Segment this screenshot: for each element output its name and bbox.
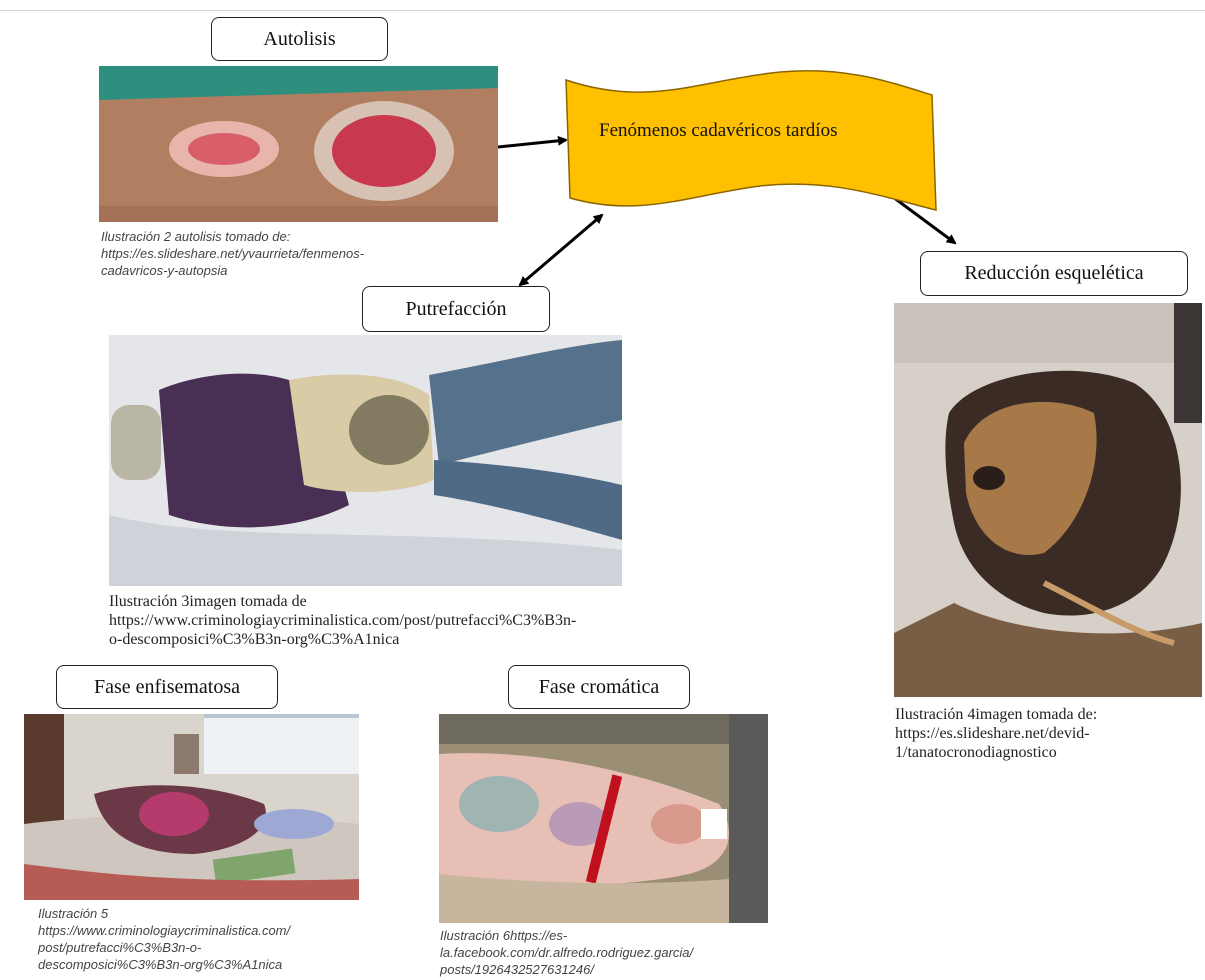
putrefaccion-photo: [109, 335, 622, 586]
enfisematosa-caption: Ilustración 5 https://www.criminologiayc…: [38, 905, 290, 973]
reduccion-caption-line: Ilustración 4imagen tomada de:: [895, 705, 1097, 724]
autolisis-box: Autolisis: [211, 17, 388, 61]
autolisis-caption-line: Ilustración 2 autolisis tomado de:: [101, 228, 364, 245]
enfisematosa-caption-line: https://www.criminologiaycriminalistica.…: [38, 922, 290, 939]
reduccion-caption-line: https://es.slideshare.net/devid-: [895, 724, 1097, 743]
autolisis-caption: Ilustración 2 autolisis tomado de: https…: [101, 228, 364, 279]
cromatica-photo: [439, 714, 768, 923]
cromatica-caption: Ilustración 6https://es- la.facebook.com…: [440, 927, 693, 978]
cromatica-caption-line: posts/1926432527631246/: [440, 961, 693, 978]
putrefaccion-box: Putrefacción: [362, 286, 550, 332]
cromatica-caption-line: la.facebook.com/dr.alfredo.rodriguez.gar…: [440, 944, 693, 961]
autolisis-photo: [99, 66, 498, 222]
enfisematosa-caption-line: post/putrefacci%C3%B3n-o-: [38, 939, 290, 956]
cromatica-box: Fase cromática: [508, 665, 690, 709]
putrefaccion-caption-line: Ilustración 3imagen tomada de: [109, 592, 576, 611]
autolisis-caption-line: https://es.slideshare.net/yvaurrieta/fen…: [101, 245, 364, 262]
enfisematosa-caption-line: Ilustración 5: [38, 905, 290, 922]
reduccion-caption-line: 1/tanatocronodiagnostico: [895, 743, 1097, 762]
enfisematosa-caption-line: descomposici%C3%B3n-org%C3%A1nica: [38, 956, 290, 973]
center-label: Fenómenos cadavéricos tardíos: [599, 120, 837, 142]
enfisematosa-box: Fase enfisematosa: [56, 665, 278, 709]
enfisematosa-photo: [24, 714, 359, 900]
putrefaccion-caption-line: https://www.criminologiaycriminalistica.…: [109, 611, 576, 630]
putrefaccion-caption: Ilustración 3imagen tomada de https://ww…: [109, 592, 576, 649]
reduccion-caption: Ilustración 4imagen tomada de: https://e…: [895, 705, 1097, 762]
cromatica-caption-line: Ilustración 6https://es-: [440, 927, 693, 944]
putrefaccion-caption-line: o-descomposici%C3%B3n-org%C3%A1nica: [109, 630, 576, 649]
reduccion-photo: [894, 303, 1202, 697]
reduccion-box: Reducción esquelética: [920, 251, 1188, 296]
autolisis-caption-line: cadavricos-y-autopsia: [101, 262, 364, 279]
